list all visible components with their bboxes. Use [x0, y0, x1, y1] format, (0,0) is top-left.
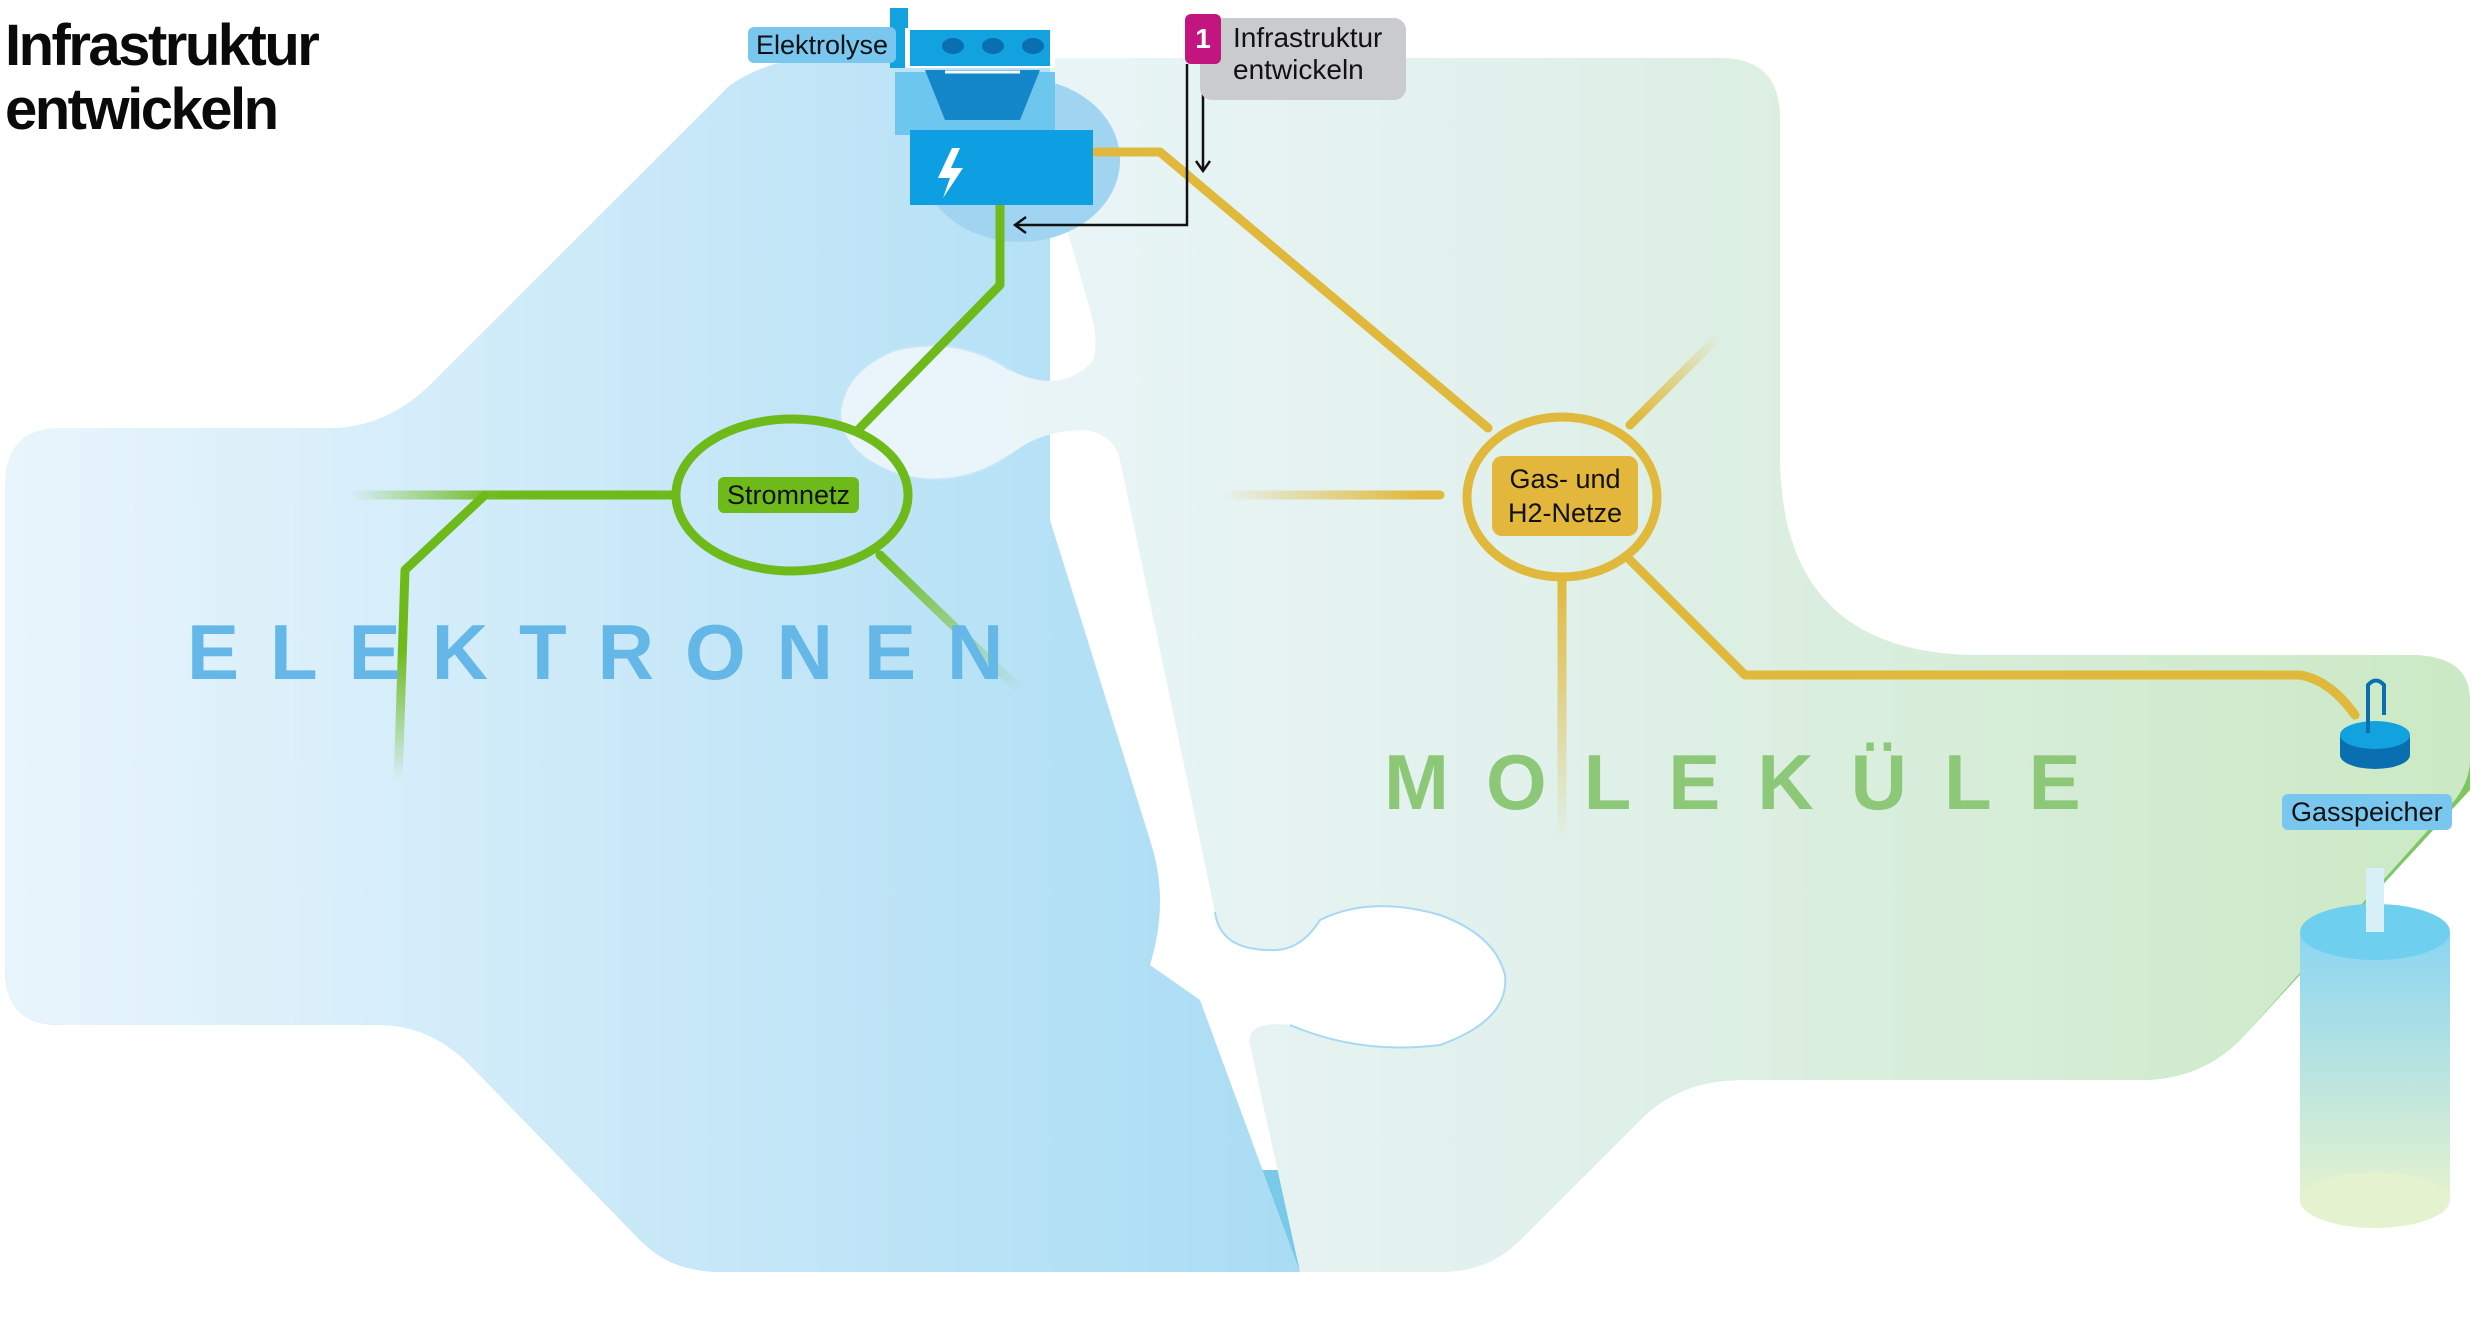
callout-box: [1200, 18, 1406, 100]
callout-text-line1: Infrastruktur: [1233, 22, 1383, 53]
power-line-southwest: [393, 490, 490, 790]
region-label-molecules: MOLEKÜLE: [1384, 738, 2118, 826]
gas-grid-label: Gas- und H2-Netze: [1492, 456, 1638, 536]
gas-line-to-electrolyser: [1090, 147, 1493, 433]
gas-line-northeast: [1625, 330, 1725, 430]
gas-grid-ring: [1462, 412, 1662, 582]
power-line-southeast: [875, 550, 1025, 695]
power-grid-label: Stromnetz: [718, 477, 860, 513]
electrolysis-label: Elektrolyse: [748, 27, 897, 63]
gas-storage-label: Gasspeicher: [2282, 794, 2452, 830]
page-title-line2: entwickeln: [5, 77, 279, 142]
gas-lines: [1090, 147, 2360, 845]
molecule-region: [840, 58, 2470, 1272]
power-grid-ring: [671, 414, 913, 576]
puzzle-tab-shadow: [1214, 905, 1507, 1049]
gas-tank-icon: [2340, 678, 2410, 769]
power-lines: [345, 160, 1025, 790]
electrolyser-icon: [890, 8, 1093, 205]
gas-storage-cylinder: [2300, 868, 2450, 1228]
region-label-electrons: ELEKTRONEN: [187, 608, 1035, 696]
gas-grid-label-line1: Gas- und: [1509, 464, 1621, 494]
callout-text-line2: entwickeln: [1233, 54, 1364, 85]
lightning-icon: [938, 148, 963, 198]
callout-text: Infrastruktur entwickeln: [1233, 22, 1382, 86]
page-title: Infrastruktur entwickeln: [5, 13, 320, 142]
callout-number-badge: 1: [1185, 14, 1221, 64]
callout-arrows: [1012, 64, 1212, 235]
gas-line-to-storage: [1625, 555, 2360, 720]
gas-grid-label-line2: H2-Netze: [1507, 498, 1623, 528]
page-title-line1: Infrastruktur: [5, 13, 320, 78]
